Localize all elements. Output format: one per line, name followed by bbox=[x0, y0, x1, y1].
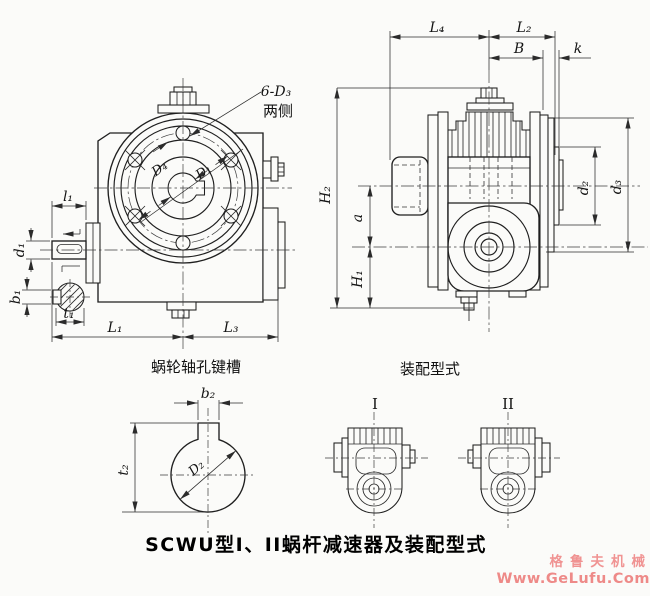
bolt-cross-top-left bbox=[124, 149, 146, 171]
dim-l1-label: l₁ bbox=[63, 189, 73, 205]
keyway-dimensions bbox=[122, 400, 243, 513]
dim-d1-label: d₁ bbox=[12, 243, 28, 258]
assembly-type2-label: II bbox=[502, 395, 514, 413]
dim-t1-label: t₁ bbox=[63, 306, 74, 322]
callout-both-sides: 两侧 bbox=[263, 102, 293, 120]
callout-6-D3: 6-D₃ bbox=[261, 84, 292, 100]
dim-b1-label: b₁ bbox=[8, 290, 24, 305]
front-dimensions bbox=[22, 201, 279, 342]
side-right-panel-outer bbox=[539, 114, 549, 288]
front-view: D₄ D₁ 6-D₃ 两侧 l₁ d₁ b₁ bbox=[8, 78, 298, 350]
dim-L3-label: L₃ bbox=[223, 320, 239, 336]
keyway-detail: 蜗轮轴孔键槽 b₂ t₂ D₂ bbox=[116, 358, 256, 533]
callout-leader bbox=[189, 91, 262, 137]
watermark: 格鲁夫机械 Www.GeLufu.Com bbox=[496, 553, 650, 587]
watermark-url: Www.GeLufu.Com bbox=[496, 571, 650, 587]
front-bottom-plug bbox=[166, 301, 197, 319]
dim-d3-label: d₃ bbox=[609, 179, 625, 194]
keyway-detail-title: 蜗轮轴孔键槽 bbox=[151, 358, 241, 376]
diameter-dimension-line bbox=[138, 141, 244, 223]
dim-L2-label: L₂ bbox=[516, 20, 532, 36]
assembly-title: 装配型式 bbox=[400, 360, 460, 378]
dim-L4-label: L₄ bbox=[429, 20, 445, 36]
dim-t2-label: t₂ bbox=[116, 464, 132, 476]
side-feet-and-drain bbox=[455, 290, 527, 321]
front-right-flange bbox=[262, 207, 286, 301]
front-right-plug bbox=[262, 156, 285, 182]
side-dimensions bbox=[330, 30, 634, 309]
bolt-cross-bottom-right bbox=[220, 205, 242, 227]
dim-B-label: B bbox=[513, 41, 524, 57]
dim-k-label: k bbox=[574, 41, 582, 57]
dim-H1-label: H₁ bbox=[350, 270, 366, 289]
dim-L1-label: L₁ bbox=[107, 320, 123, 336]
side-left-panel-inner bbox=[437, 111, 449, 291]
figure-caption: SCWU型I、II蜗杆减速器及装配型式 bbox=[145, 533, 487, 556]
bolt-cross-bottom-left bbox=[124, 205, 146, 227]
dim-a-label: a bbox=[350, 214, 366, 222]
dim-H2-label: H₂ bbox=[318, 186, 334, 205]
side-left-panel-outer bbox=[427, 114, 439, 288]
dim-d2-label: d₂ bbox=[576, 180, 592, 195]
assembly-type1-label: I bbox=[372, 395, 378, 413]
assembly-views: 装配型式 I II bbox=[325, 360, 560, 528]
watermark-company: 格鲁夫机械 bbox=[550, 553, 650, 570]
side-view: L₄ L₂ B k H₂ a H₁ d₂ d₃ bbox=[318, 20, 648, 332]
assembly-type2-figure bbox=[458, 412, 560, 528]
dim-b2-label: b₂ bbox=[201, 386, 216, 402]
assembly-type1-figure bbox=[325, 412, 428, 528]
